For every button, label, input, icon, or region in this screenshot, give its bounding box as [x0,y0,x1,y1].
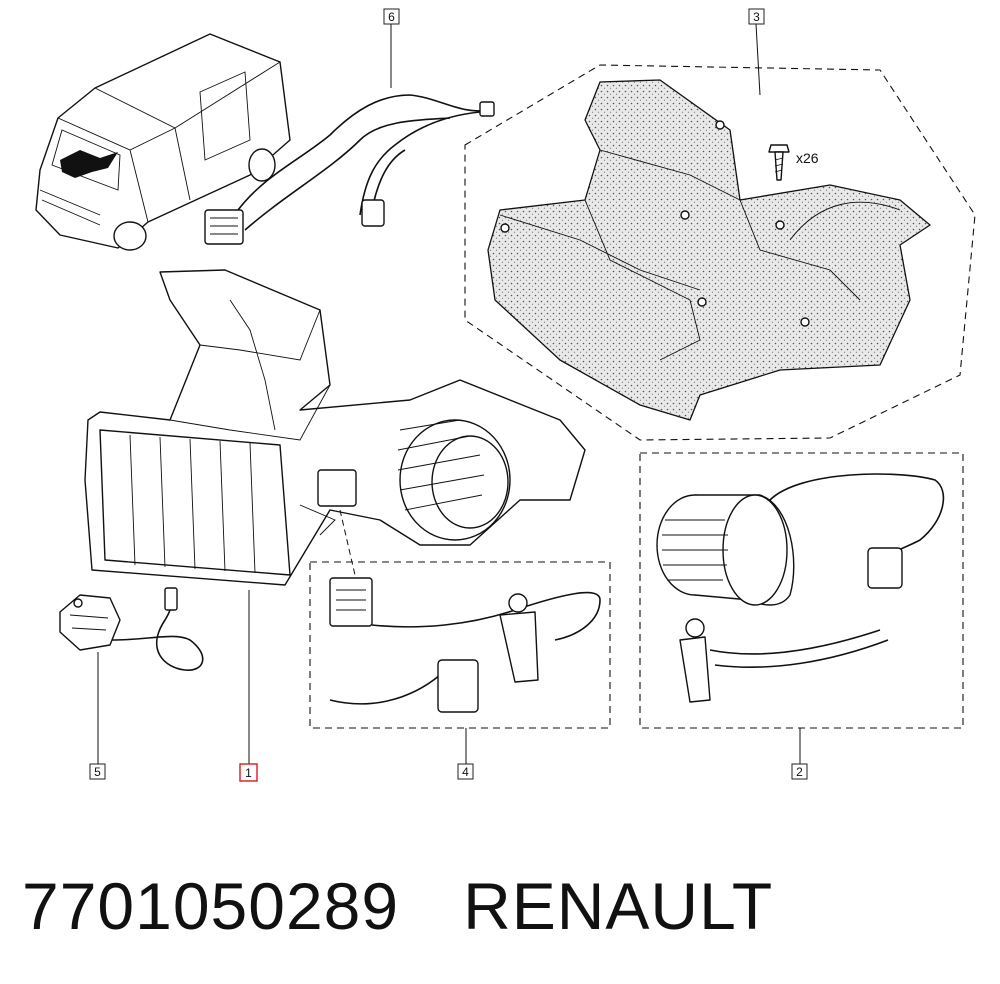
screw-icon [768,144,790,181]
callout-3: 3 [748,8,765,25]
part-4-frame [309,561,611,729]
callout-6: 6 [383,8,400,25]
hvac-location-marker-icon [60,150,118,178]
leader-lines [97,23,801,764]
part-3-frame [464,64,976,441]
callout-label: 2 [796,765,803,779]
brand-name: RENAULT [463,869,774,943]
blower-motor-part-2 [639,452,964,729]
part-2-frame [639,452,964,729]
callout-label: 4 [462,765,469,779]
callout-label: 3 [753,10,760,24]
callout-5: 5 [89,763,106,780]
actuator-part-5 [59,587,204,671]
wiring-harness-part-6 [204,94,495,245]
callout-2: 2 [791,763,808,780]
callout-label: 6 [388,10,395,24]
callout-label: 5 [94,765,101,779]
callout-1: 1 [239,763,258,782]
product-caption: 7701050289 RENAULT [22,856,773,956]
fastener-quantity: x26 [796,150,819,166]
van-illustration [35,33,291,251]
blower-resistor-part-4 [309,509,611,729]
duct-assembly-part-3: x26 [464,64,976,441]
hvac-housing-part-1 [84,269,586,586]
callout-label: 1 [245,766,252,780]
part-number: 7701050289 [22,869,400,943]
callout-4: 4 [457,763,474,780]
parts-diagram: x26 [35,8,976,782]
